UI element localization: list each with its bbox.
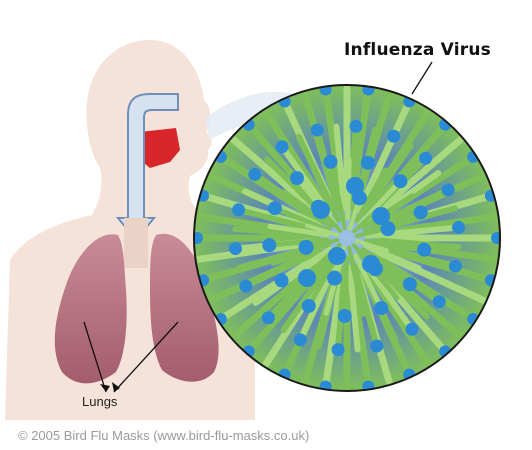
virus-spike-cap: [491, 232, 503, 244]
virus-spike-cap: [248, 168, 261, 181]
virus-spike-cap: [452, 221, 465, 234]
virus-spike-cap: [414, 205, 428, 219]
title-pointer-line: [412, 62, 432, 94]
virus-spike-cap: [262, 238, 276, 252]
virus-spike-cap: [370, 339, 383, 352]
lungs-label: Lungs: [82, 394, 117, 409]
virus-spike-cap: [387, 130, 400, 143]
virus-spike-cap: [433, 295, 446, 308]
virus-spike-cap: [361, 156, 375, 170]
virus-spike-cap: [327, 271, 342, 286]
virus-spike-cap: [229, 242, 242, 255]
virus-spike-cap: [276, 140, 289, 153]
virus-spike-cap: [349, 120, 362, 133]
virus-spike-cap: [419, 152, 432, 165]
virus-spike-cap: [442, 183, 455, 196]
virus-spike-cap: [417, 243, 431, 257]
virus-spike-cap: [311, 124, 324, 137]
virus-spike: [345, 258, 347, 316]
virus-spike-cap: [405, 323, 418, 336]
virus-spike-cap: [332, 343, 345, 356]
virus-spike-cap: [262, 311, 275, 324]
virus-core-node: [362, 255, 380, 273]
virus-spike-cap: [268, 201, 282, 215]
virus-spike-cap: [302, 299, 316, 313]
virus-spike-cap: [324, 155, 338, 169]
diagram-title: Influenza Virus: [344, 40, 491, 60]
virus-spike-cap: [338, 309, 352, 323]
virus-core-node: [346, 177, 364, 195]
influenza-virus: [191, 84, 503, 393]
virus-spike-cap: [393, 174, 407, 188]
virus-spike-cap: [374, 301, 388, 315]
virus-core-node: [298, 269, 316, 287]
trachea: [124, 218, 148, 268]
virus-core-node: [312, 201, 330, 219]
virus-spike-cap: [449, 260, 462, 273]
virus-spike-cap: [232, 203, 245, 216]
virus-spike-cap: [299, 240, 314, 255]
virus-spike-cap: [239, 280, 252, 293]
virus-spike-cap: [403, 277, 417, 291]
virus-spike-cap: [290, 171, 304, 185]
copyright-notice: © 2005 Bird Flu Masks (www.bird-flu-mask…: [18, 428, 309, 443]
virus-spike-cap: [275, 273, 289, 287]
virus-core-node: [372, 207, 390, 225]
virus-spike-cap: [294, 333, 307, 346]
virus-core-node: [328, 247, 346, 265]
